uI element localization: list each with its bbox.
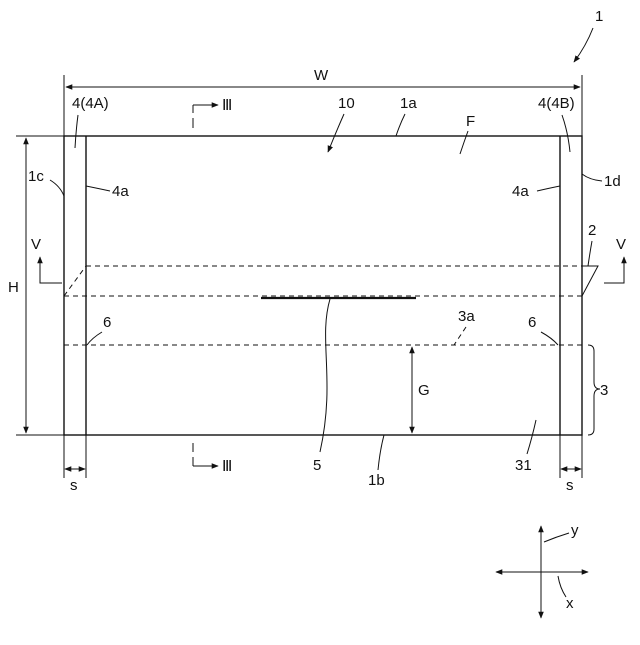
leader-10	[328, 114, 344, 152]
label-1d: 1d	[604, 173, 621, 190]
leader-4b-strip	[562, 115, 570, 152]
label-f: F	[466, 113, 475, 130]
leader-2	[588, 241, 592, 266]
tab-right-outline	[582, 266, 598, 296]
leader-f	[460, 131, 468, 154]
label-3: 3	[600, 382, 608, 399]
label-1: 1	[595, 8, 603, 25]
dim-s-left-label: s	[70, 477, 78, 494]
axis-y-leader	[544, 533, 569, 542]
leader-1b	[378, 435, 384, 470]
section-v-left-arrow	[40, 257, 62, 283]
label-4a-strip: 4(4A)	[72, 95, 109, 112]
label-3a: 3a	[458, 308, 475, 325]
brace-3	[588, 345, 600, 435]
label-1c: 1c	[28, 168, 44, 185]
label-6-left: 6	[103, 314, 111, 331]
section-v-left-label: V	[31, 236, 41, 253]
label-2: 2	[588, 222, 596, 239]
label-4a-left: 4a	[112, 183, 129, 200]
leader-1	[574, 28, 593, 62]
leader-4a-left	[86, 186, 110, 191]
axis-x-label: x	[566, 595, 574, 612]
leader-6-right	[541, 332, 558, 345]
label-4a-right: 4a	[512, 183, 529, 200]
leader-1c	[50, 180, 64, 196]
label-1a: 1a	[400, 95, 417, 112]
axis-x-leader	[558, 576, 566, 597]
leader-4a-right	[537, 186, 560, 191]
section-v-right-label: V	[616, 236, 626, 253]
tab-dashed-left-diag	[64, 266, 86, 296]
label-1b: 1b	[368, 472, 385, 489]
leader-1d	[582, 174, 602, 181]
dim-w-label: W	[314, 67, 329, 84]
leader-3a	[454, 327, 466, 345]
label-5: 5	[313, 457, 321, 474]
dim-h-label: H	[8, 279, 19, 296]
section-iii-top-label: Ⅲ	[222, 97, 232, 114]
dim-s-right-label: s	[566, 477, 574, 494]
label-4b-strip: 4(4B)	[538, 95, 575, 112]
label-31: 31	[515, 457, 532, 474]
label-10: 10	[338, 95, 355, 112]
section-iii-bottom-label: Ⅲ	[222, 458, 232, 475]
label-6-right: 6	[528, 314, 536, 331]
axis-y-label: y	[571, 522, 579, 539]
section-v-right-arrow	[604, 257, 624, 283]
leader-4a-strip	[75, 115, 78, 148]
dim-g-label: G	[418, 382, 430, 399]
leader-5	[320, 299, 330, 452]
leader-1a	[396, 114, 405, 136]
leader-6-left	[87, 332, 102, 345]
sheet-outline	[64, 136, 582, 435]
leader-31	[527, 420, 536, 454]
